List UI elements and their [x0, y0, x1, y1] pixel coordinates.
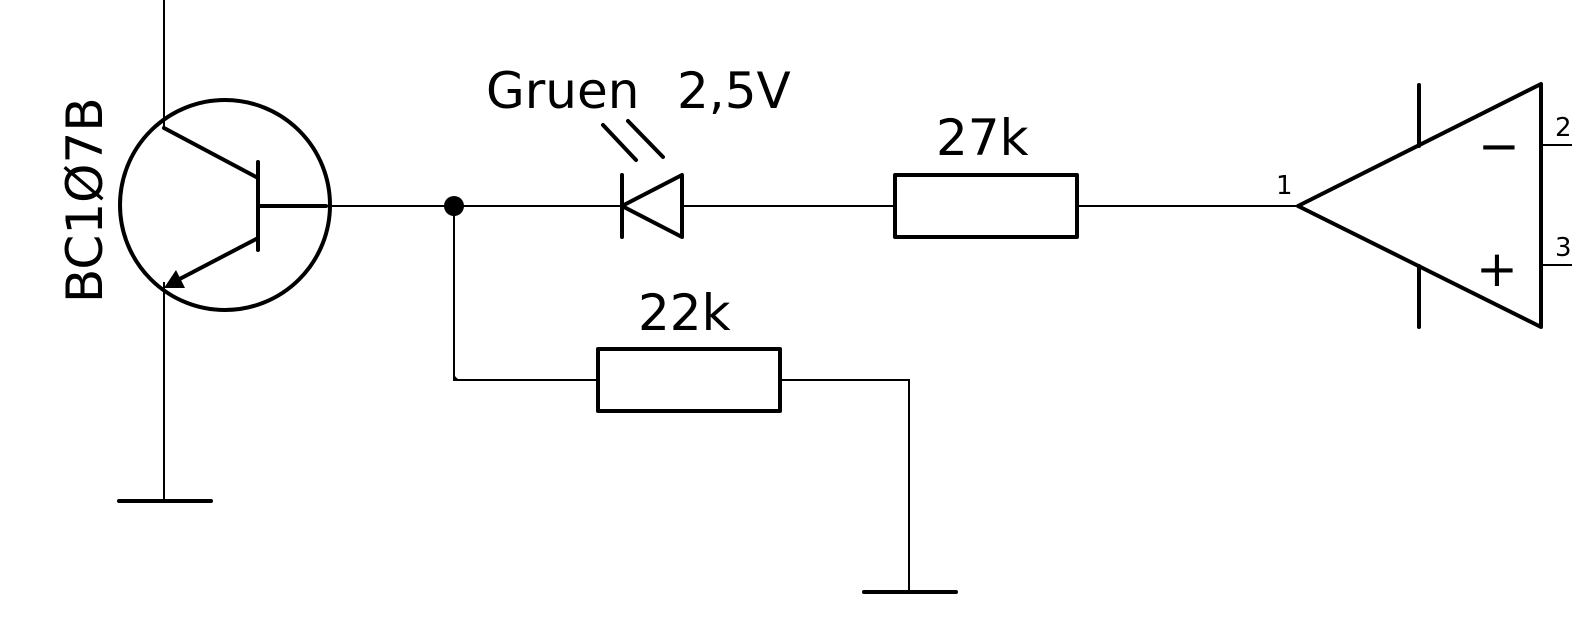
resistor-27k-label: 27k — [936, 109, 1029, 167]
resistor-22k-label: 22k — [638, 284, 731, 342]
opamp: − + 1 2 3 — [1276, 82, 1572, 329]
opamp-output-pin-number: 1 — [1276, 171, 1293, 201]
led-diode — [601, 119, 684, 239]
led-triangle — [620, 173, 684, 239]
branch-corner — [454, 372, 462, 380]
transistor-collector-lead — [162, 126, 260, 180]
opamp-inverting-pin-number: 2 — [1555, 113, 1572, 143]
led-color-label: Gruen — [486, 62, 639, 120]
transistor-emitter-lead — [170, 236, 260, 285]
transistor-label: BC1Ø7B — [56, 97, 114, 303]
opamp-plus-sign: + — [1476, 240, 1518, 298]
opamp-noninverting-pin-number: 3 — [1555, 233, 1572, 263]
led-light-ray-1 — [601, 123, 638, 162]
resistor-22k — [596, 347, 782, 413]
transistor — [118, 98, 332, 312]
led-voltage-label: 2,5V — [677, 62, 791, 120]
resistor-27k — [893, 173, 1079, 239]
opamp-minus-sign: − — [1478, 117, 1520, 175]
led-light-ray-2 — [626, 119, 665, 159]
emitter-arrow — [164, 270, 185, 288]
